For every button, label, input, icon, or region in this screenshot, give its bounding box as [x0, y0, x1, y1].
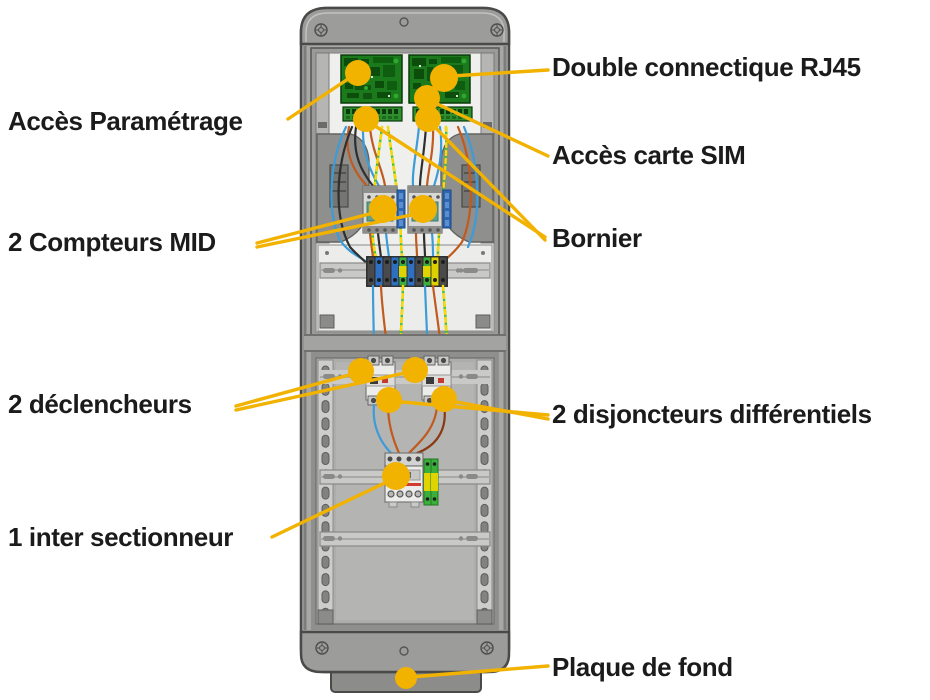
dot-inter-sectionneur	[382, 462, 410, 490]
dot-double-rj45	[430, 64, 458, 92]
terminal-block	[366, 256, 448, 287]
callout-dots	[345, 60, 458, 689]
leader-declencheur-2	[234, 369, 416, 412]
leader-disjoncteur-2	[444, 398, 550, 421]
dot-acces-parametrage	[345, 60, 371, 86]
dot-acces-sim	[414, 85, 440, 111]
leader-bornier-1	[367, 120, 547, 239]
leader-inter-sectionneur	[270, 476, 397, 539]
dot-compteur-1	[369, 195, 397, 223]
top-cap-hole	[399, 17, 409, 27]
wiring-upper	[330, 125, 479, 267]
label-bornier: Bornier	[552, 223, 642, 253]
meter1-terminals	[396, 189, 406, 229]
earth-wires-upper	[371, 125, 448, 259]
leader-double-rj45	[450, 68, 550, 78]
label-double-rj45: Double connectique RJ45	[552, 52, 861, 82]
leader-lines	[234, 68, 550, 679]
leader-compteur-2	[255, 211, 423, 249]
dot-bornier-left	[353, 106, 379, 132]
bottom-cap-hole	[399, 646, 409, 656]
label-acces-sim: Accès carte SIM	[552, 140, 746, 170]
dot-bornier-right	[415, 106, 441, 132]
dot-disjoncteur-2	[431, 386, 457, 412]
dot-compteur-2	[409, 195, 437, 223]
leader-bornier-2	[428, 120, 547, 242]
label-acces-parametrage: Accès Paramétrage	[8, 106, 243, 136]
leader-compteur-1	[255, 209, 383, 245]
dot-declencheur-1	[348, 358, 374, 384]
leader-acces-parametrage	[286, 73, 356, 121]
earth-terminal-block	[423, 458, 439, 506]
leader-acces-sim	[429, 99, 550, 158]
bottom-cap	[299, 630, 511, 674]
label-declencheurs: 2 déclencheurs	[8, 389, 192, 419]
din-rail-3	[319, 531, 491, 547]
dot-plaque-fond	[395, 667, 417, 689]
dot-declencheur-2	[402, 357, 428, 383]
label-compteurs: 2 Compteurs MID	[8, 227, 216, 257]
leader-declencheur-1	[234, 370, 362, 408]
label-disjoncteurs: 2 disjoncteurs différentiels	[552, 399, 872, 429]
label-inter-sectionneur: 1 inter sectionneur	[8, 522, 234, 552]
meter2-terminals	[442, 189, 452, 229]
dot-disjoncteur-1	[376, 387, 402, 413]
leader-plaque-fond	[408, 664, 550, 679]
label-plaque-fond: Plaque de fond	[552, 652, 733, 682]
cabinet-separator	[304, 334, 506, 352]
